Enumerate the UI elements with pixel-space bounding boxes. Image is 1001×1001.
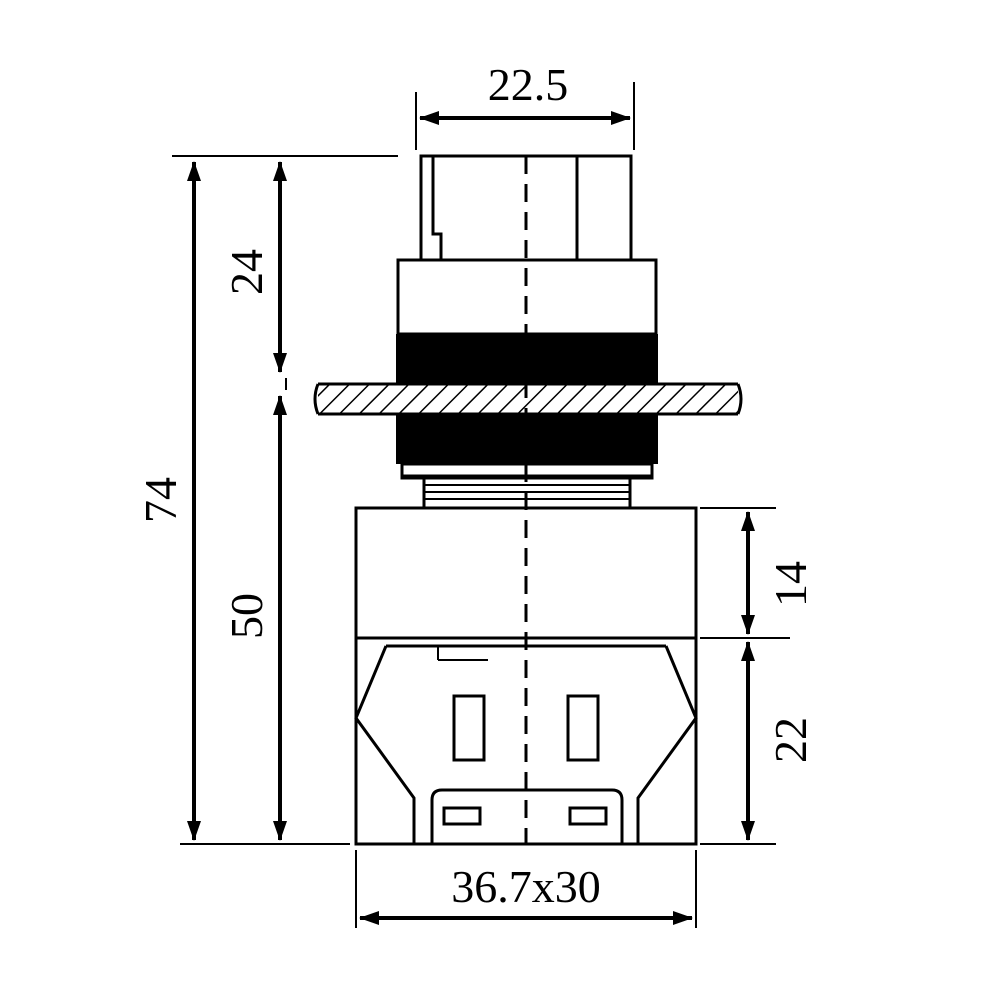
dim-label-lower-height: 50 bbox=[221, 593, 272, 639]
dim-label-body-lower: 22 bbox=[765, 717, 816, 763]
mounting-panel bbox=[313, 382, 743, 416]
dimension-arrows bbox=[187, 111, 755, 925]
dim-label-upper-height: 24 bbox=[221, 249, 272, 295]
dim-label-body-upper: 14 bbox=[765, 561, 816, 607]
dim-label-top-width: 22.5 bbox=[488, 59, 569, 110]
dim-label-base-size: 36.7x30 bbox=[451, 861, 601, 912]
dim-label-total-height: 74 bbox=[135, 477, 186, 523]
extension-lines bbox=[172, 82, 790, 928]
